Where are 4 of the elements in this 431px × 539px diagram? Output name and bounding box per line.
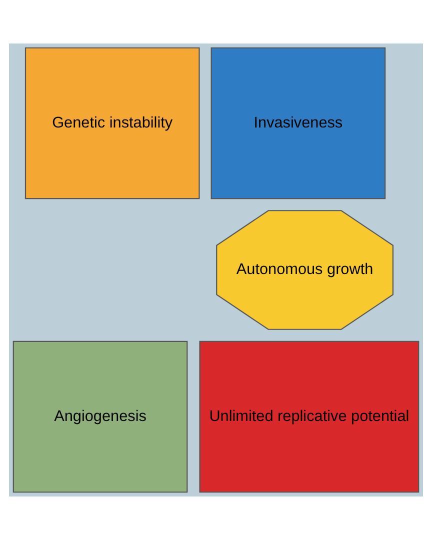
node-box: Invasiveness [210,46,386,199]
node-box: Angiogenesis [12,340,188,492]
node-box: Genetic instability [24,46,200,199]
node-box: Unlimited replicative potential [198,340,419,492]
